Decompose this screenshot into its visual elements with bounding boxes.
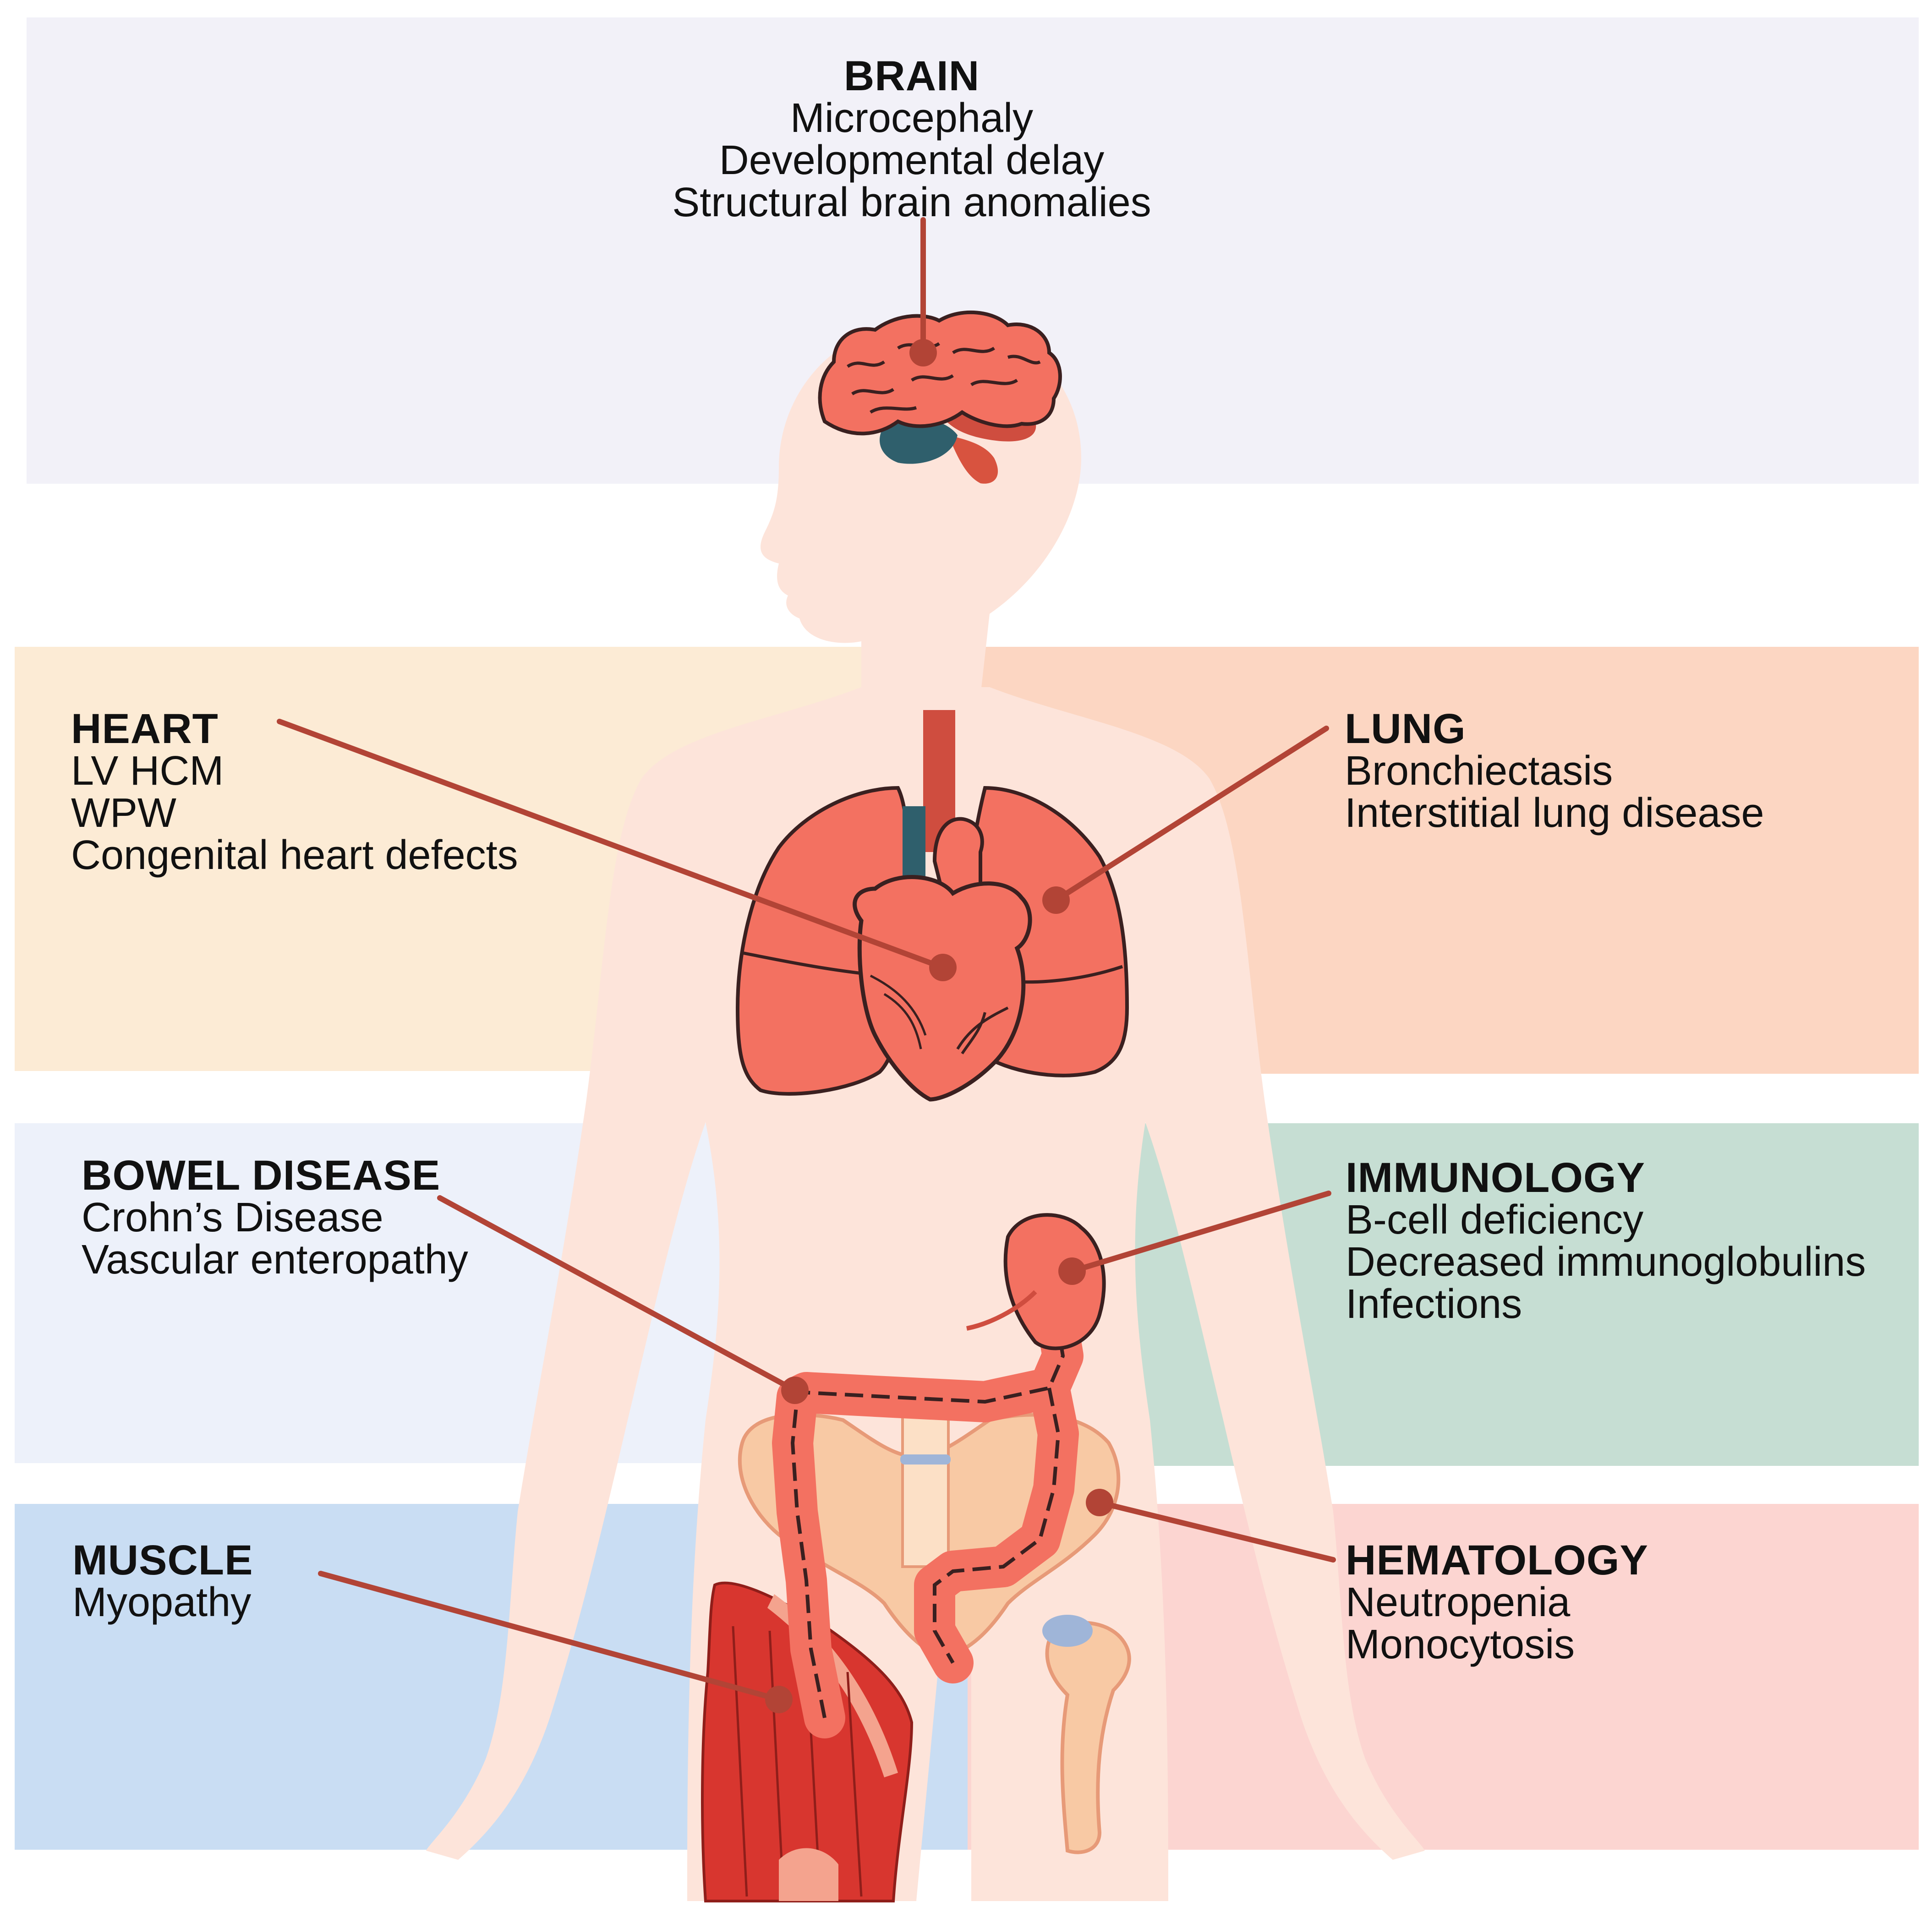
- lung-leader: [1053, 726, 1329, 903]
- spinal-disc: [900, 1454, 951, 1465]
- brain-item: Structural brain anomalies: [672, 180, 1151, 225]
- leader-dots: [765, 339, 1113, 1713]
- cerebrum: [818, 310, 1062, 436]
- hematology-item: Neutropenia: [1346, 1579, 1571, 1625]
- brain-illustration: [818, 310, 1062, 484]
- immunology-label: IMMUNOLOGY B-cell deficiency Decreased i…: [1346, 1157, 1866, 1325]
- immunology-item: B-cell deficiency: [1346, 1197, 1644, 1243]
- pelvis-illustration: [738, 1396, 1131, 1854]
- knee-cap: [779, 1848, 838, 1901]
- bowel-label: BOWEL DISEASE Crohn’s Disease Vascular e…: [82, 1154, 468, 1281]
- immunology-leader: [1069, 1191, 1331, 1274]
- heart-label: HEART LV HCM WPW Congenital heart defect…: [71, 708, 518, 876]
- hematology-dot: [1086, 1489, 1113, 1516]
- bowel-title: BOWEL DISEASE: [82, 1152, 441, 1199]
- heart-title: HEART: [71, 705, 219, 752]
- lung-title: LUNG: [1345, 705, 1466, 752]
- heart-illustration: [853, 817, 1032, 1102]
- heart-item: WPW: [71, 790, 176, 836]
- hematology-title: HEMATOLOGY: [1346, 1537, 1648, 1584]
- muscle-item: Myopathy: [72, 1579, 252, 1625]
- trachea: [923, 710, 955, 852]
- brain-item: Developmental delay: [719, 137, 1105, 183]
- heart-leader: [277, 719, 946, 970]
- thigh-muscle-illustration: [701, 1581, 914, 1902]
- lung-label: LUNG Bronchiectasis Interstitial lung di…: [1345, 708, 1764, 834]
- immunology-title: IMMUNOLOGY: [1346, 1154, 1645, 1201]
- muscle-title: MUSCLE: [72, 1537, 253, 1584]
- immunology-dot: [1058, 1257, 1086, 1285]
- coronary-artery: [956, 1006, 1009, 1055]
- bowel-dot: [781, 1377, 809, 1404]
- muscle-dot: [765, 1686, 793, 1713]
- immunology-item: Infections: [1346, 1281, 1522, 1327]
- spine: [901, 1396, 950, 1568]
- lung-dot: [1042, 886, 1070, 914]
- hip-joint: [1042, 1615, 1093, 1647]
- brainstem: [948, 435, 998, 484]
- muscle-fibers: [732, 1626, 863, 1897]
- heart-dot: [929, 954, 957, 981]
- splenic-vessel: [966, 1290, 1037, 1331]
- bowel-item: Crohn’s Disease: [82, 1195, 383, 1240]
- spleen: [1003, 1213, 1106, 1350]
- heart-item: Congenital heart defects: [71, 832, 518, 878]
- torso-silhouette: [426, 687, 1425, 1901]
- brain-item: Microcephaly: [790, 95, 1034, 141]
- heart-vessel-lines: [870, 974, 927, 1049]
- muscle-label: MUSCLE Myopathy: [72, 1539, 253, 1623]
- aortic-arch: [932, 817, 984, 900]
- hematology-label: HEMATOLOGY Neutropenia Monocytosis: [1346, 1539, 1648, 1666]
- lung-item: Interstitial lung disease: [1345, 790, 1764, 836]
- muscle-leader: [318, 1571, 782, 1702]
- brain-title: BRAIN: [843, 53, 980, 99]
- hematology-leader: [1097, 1500, 1336, 1563]
- spleen-illustration: [966, 1213, 1106, 1350]
- thigh-tendon: [767, 1594, 898, 1777]
- immunology-item: Decreased immunoglobulins: [1346, 1239, 1866, 1285]
- lungs-illustration: [735, 710, 1129, 1096]
- bowel-leader: [437, 1195, 798, 1393]
- brain-dot: [909, 339, 937, 366]
- body-silhouette: [426, 321, 1425, 1901]
- brain-label: BRAIN Microcephaly Developmental delay S…: [559, 55, 1264, 224]
- bowel-item: Vascular enteropathy: [82, 1237, 468, 1283]
- heart-item: LV HCM: [71, 748, 224, 794]
- heart: [853, 875, 1032, 1102]
- leader-lines: [277, 217, 1336, 1702]
- cerebellum: [880, 418, 958, 464]
- lung-item: Bronchiectasis: [1345, 748, 1613, 794]
- hematology-item: Monocytosis: [1346, 1622, 1575, 1667]
- femur: [1045, 1621, 1131, 1854]
